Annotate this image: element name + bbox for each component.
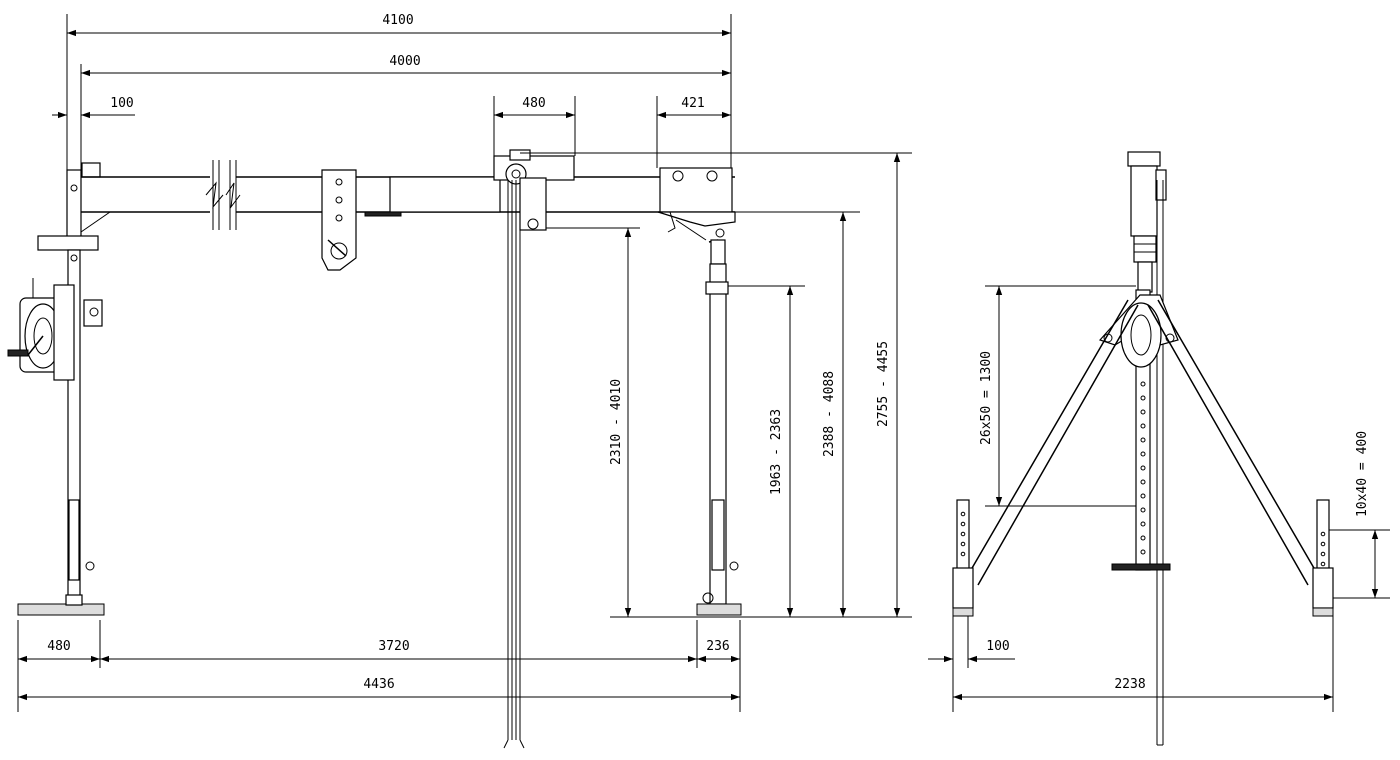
dim-right-base: 236	[706, 639, 729, 654]
dim-leg-adjust: 1963 - 2363	[769, 409, 784, 495]
front-view: 4100 4000 100 480 421 2310 - 4010 1963 -…	[7, 13, 912, 749]
side-winch	[1098, 294, 1179, 368]
dim-trolley-width: 480	[522, 96, 545, 111]
dim-side-width: 2238	[1114, 677, 1145, 692]
beam	[80, 160, 735, 233]
left-winch	[7, 278, 103, 381]
mast	[1111, 151, 1171, 746]
dim-pin-holes: 26x50 = 1300	[979, 351, 994, 445]
dim-hook-height: 2310 - 4010	[609, 379, 624, 465]
side-view: 26x50 = 1300 10x40 = 400 100 2238	[928, 151, 1390, 746]
right-leg	[657, 167, 742, 616]
dim-span-outer: 4100	[382, 13, 413, 28]
dim-foot-offset: 100	[986, 639, 1009, 654]
dim-left-offset: 100	[110, 96, 133, 111]
side-legs	[952, 299, 1334, 617]
trolley	[493, 149, 575, 749]
dim-foot-holes: 10x40 = 400	[1355, 431, 1370, 517]
dim-left-base: 480	[47, 639, 70, 654]
dim-mid-span: 3720	[378, 639, 409, 654]
dim-beam-height: 2388 - 4088	[822, 371, 837, 457]
dim-total-height: 2755 - 4455	[876, 341, 891, 427]
dim-overall-length: 4436	[363, 677, 394, 692]
beam-clamp	[321, 169, 402, 271]
front-dimensions	[17, 14, 912, 712]
dim-span-inner: 4000	[389, 54, 420, 69]
dim-right-head: 421	[681, 96, 704, 111]
side-dimensions	[928, 285, 1390, 712]
left-leg	[17, 162, 105, 616]
